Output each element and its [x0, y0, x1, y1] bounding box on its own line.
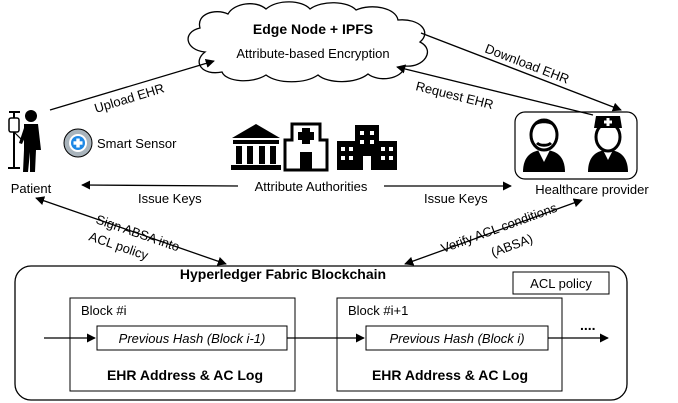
edge-upload: Upload EHR [49, 58, 215, 116]
authorities-label: Attribute Authorities [255, 179, 368, 194]
patient-label: Patient [11, 181, 52, 196]
acl-policy-box [512, 271, 610, 295]
sensor-node: Smart Sensor [63, 128, 177, 158]
cloud-title: Edge Node + IPFS [253, 21, 373, 37]
patient-node: Patient [8, 110, 52, 196]
block-i-plus-1: Block #i+1 Previous Hash (Block i) EHR A… [336, 297, 563, 392]
provider-label: Healthcare provider [535, 182, 649, 197]
office-building-icon [337, 125, 397, 170]
prev-hash-box [96, 325, 288, 351]
patient-iv-drip-icon [8, 110, 41, 172]
hospital-icon [283, 122, 329, 172]
edge-issue-keys-right: Issue Keys [384, 181, 512, 206]
authorities-node: Attribute Authorities [231, 122, 397, 194]
block-content: EHR Address & AC Log [107, 367, 263, 383]
medical-sensor-icon [63, 128, 93, 158]
prev-hash-label: Previous Hash (Block i-1) [119, 331, 266, 346]
edge-verify-acl: Verify ACL conditions (ABSA) [404, 198, 583, 266]
block-content: EHR Address & AC Log [372, 367, 528, 383]
issue-keys-right-label: Issue Keys [424, 191, 488, 206]
edge-issue-keys-left: Issue Keys [81, 180, 239, 206]
government-building-icon [231, 124, 281, 170]
cloud-icon [187, 1, 428, 83]
prev-hash-box [365, 325, 549, 351]
block-name: Block #i+1 [348, 303, 408, 318]
issue-keys-left-label: Issue Keys [138, 191, 202, 206]
provider-node: Healthcare provider [514, 111, 649, 197]
blockchain-container: Hyperledger Fabric Blockchain ACL policy… [14, 265, 628, 401]
block-name: Block #i [81, 303, 127, 318]
block-i: Block #i Previous Hash (Block i-1) EHR A… [69, 297, 296, 392]
sensor-label: Smart Sensor [97, 136, 177, 151]
chain-ellipsis: .... [580, 317, 596, 333]
request-label: Request EHR [414, 78, 495, 112]
nurse-icon [588, 116, 628, 172]
download-label: Download EHR [483, 41, 571, 87]
cloud-subtitle: Attribute-based Encryption [236, 46, 389, 61]
prev-hash-label: Previous Hash (Block i) [389, 331, 524, 346]
acl-policy-label: ACL policy [530, 276, 592, 291]
edge-sign-absa: Sign ABSA into ACL policy [35, 196, 227, 266]
cloud-node: Edge Node + IPFS Attribute-based Encrypt… [187, 1, 428, 83]
doctor-icon [523, 118, 565, 172]
blockchain-title: Hyperledger Fabric Blockchain [180, 266, 386, 282]
